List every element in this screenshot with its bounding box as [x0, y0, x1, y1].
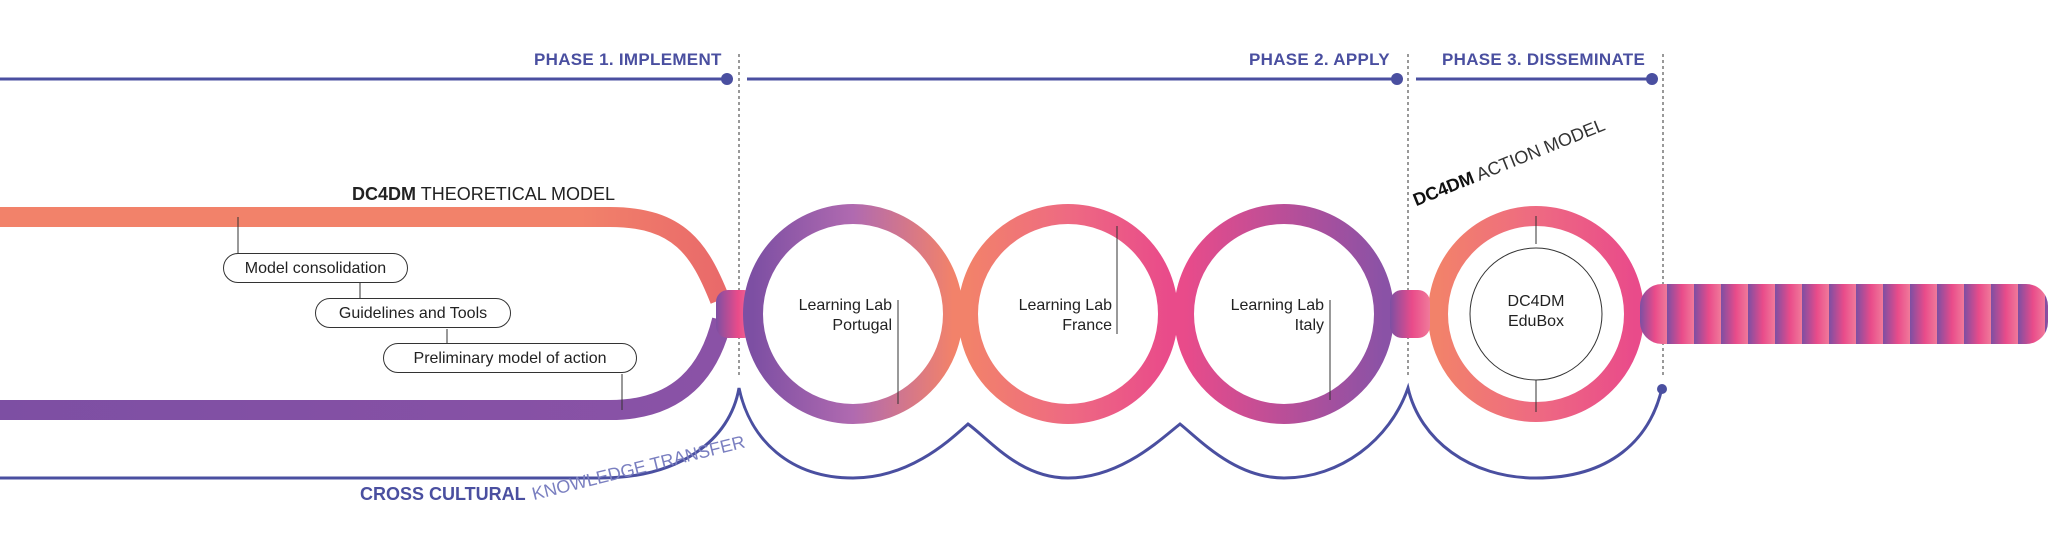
lab-france-label: Learning Lab France [990, 296, 1112, 336]
lab-france-line1: Learning Lab [1018, 297, 1112, 314]
lab-italy-label: Learning Lab Italy [1202, 296, 1324, 336]
milestone-preliminary-model: Preliminary model of action [383, 343, 637, 373]
edubox-line1: DC4DM [1507, 293, 1565, 310]
theoretical-model-brand: DC4DM [352, 184, 417, 204]
phase3-label: PHASE 3. DISSEMINATE [1442, 50, 1646, 69]
loop-italy [1174, 204, 1394, 424]
knot-phase2 [1390, 290, 1430, 338]
milestone-connectors [237, 216, 1537, 412]
loop-portugal [743, 204, 963, 424]
theoretical-top-strand [0, 207, 730, 304]
theoretical-model-title: DC4DM THEORETICAL MODEL [352, 184, 615, 205]
edubox-label: DC4DM EduBox [1486, 292, 1586, 332]
edubox-circle [1469, 247, 1603, 381]
theoretical-model-label: THEORETICAL MODEL [420, 184, 616, 204]
knowledge-transfer-strong: CROSS CULTURAL [360, 484, 526, 504]
lab-portugal-line1: Learning Lab [798, 297, 892, 314]
knowledge-transfer-arcs [0, 382, 1664, 480]
loop-france [958, 204, 1178, 424]
lab-portugal-label: Learning Lab Portugal [770, 296, 892, 336]
knowledge-transfer-end-dot [1657, 384, 1667, 394]
lab-italy-line2: Italy [1294, 317, 1324, 334]
lab-portugal-line2: Portugal [832, 317, 892, 334]
milestone-guidelines-tools: Guidelines and Tools [315, 298, 511, 328]
phase-end-dots [721, 73, 1658, 85]
lab-italy-line1: Learning Lab [1230, 297, 1324, 314]
lab-france-line2: France [1062, 317, 1112, 334]
edubox-line2: EduBox [1507, 313, 1565, 330]
rope-tail [1640, 284, 2048, 344]
phase2-label: PHASE 2. APPLY [1249, 50, 1390, 69]
knowledge-transfer-label: CROSS CULTURAL KNOWLEDGE TRANSFER [360, 432, 753, 505]
phase1-label: PHASE 1. IMPLEMENT [534, 50, 722, 69]
milestone-model-consolidation: Model consolidation [223, 253, 408, 283]
